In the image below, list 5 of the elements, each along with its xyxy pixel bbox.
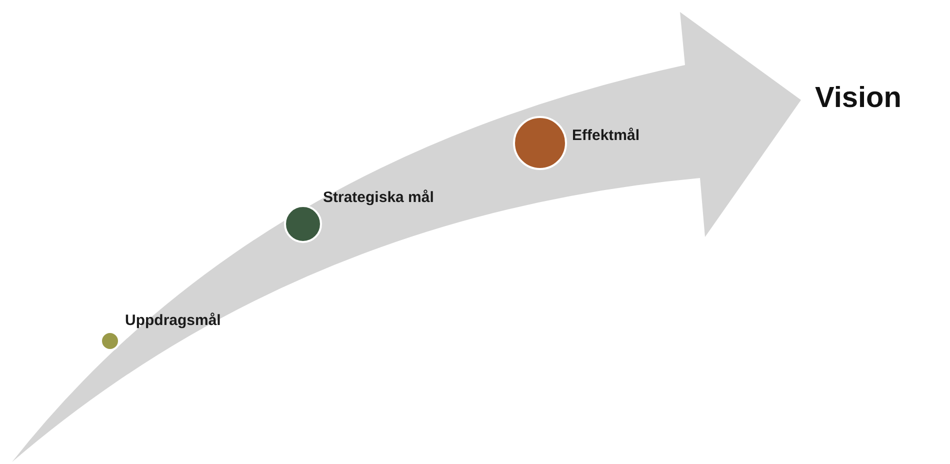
milestone-label: Effektmål bbox=[572, 127, 640, 144]
curved-block-arrow bbox=[12, 12, 801, 462]
milestone-label: Uppdragsmål bbox=[125, 312, 221, 329]
milestone-label: Strategiska mål bbox=[323, 189, 434, 206]
goal-label: Vision bbox=[815, 82, 902, 115]
